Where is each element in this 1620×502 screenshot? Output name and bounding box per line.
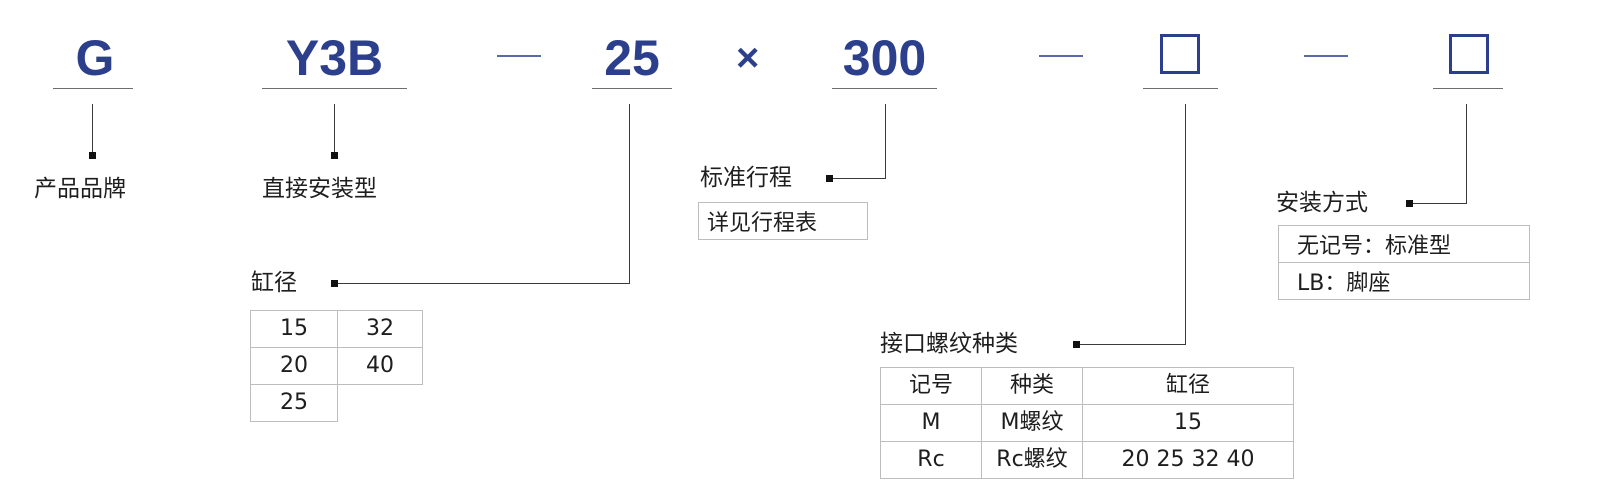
bore-cell: 20 bbox=[250, 347, 338, 385]
leader-port-vertical bbox=[1185, 104, 1186, 344]
port-cell: 20 25 32 40 bbox=[1082, 441, 1294, 479]
times-symbol: × bbox=[736, 36, 760, 80]
code-brand: G bbox=[75, 30, 115, 86]
leader-stroke-vertical bbox=[885, 104, 886, 178]
bore-table: 15 32 20 40 25 bbox=[250, 310, 423, 422]
port-cell: M螺纹 bbox=[981, 404, 1083, 442]
separator-dash-1 bbox=[497, 55, 541, 57]
label-mount: 安装方式 bbox=[1276, 190, 1368, 216]
stroke-note-box: 详见行程表 bbox=[698, 202, 868, 240]
leader-series bbox=[334, 104, 335, 156]
port-table: 记号 种类 缸径 M M螺纹 15 Rc Rc螺纹 20 25 32 40 bbox=[880, 367, 1294, 479]
label-brand: 产品品牌 bbox=[34, 176, 126, 202]
label-stroke: 标准行程 bbox=[700, 165, 792, 191]
bore-cell: 15 bbox=[250, 310, 338, 348]
table-header-row: 记号 种类 缸径 bbox=[880, 367, 1294, 405]
leader-brand bbox=[92, 104, 93, 156]
port-cell: M bbox=[880, 404, 982, 442]
port-header-type: 种类 bbox=[981, 367, 1083, 405]
leader-bore-dot bbox=[331, 280, 338, 287]
code-series: Y3B bbox=[285, 30, 384, 86]
port-cell: 15 bbox=[1082, 404, 1294, 442]
code-stroke: 300 bbox=[842, 30, 927, 86]
underline-port bbox=[1143, 88, 1218, 89]
separator-dash-2 bbox=[1039, 55, 1083, 57]
leader-mount-vertical bbox=[1466, 104, 1467, 203]
underline-mount bbox=[1433, 88, 1503, 89]
bore-cell: 40 bbox=[337, 347, 423, 385]
leader-stroke-horizontal bbox=[830, 178, 886, 179]
table-row: 15 32 bbox=[250, 310, 423, 348]
leader-port-dot bbox=[1073, 341, 1080, 348]
port-header-bore: 缸径 bbox=[1082, 367, 1294, 405]
leader-stroke-dot bbox=[826, 175, 833, 182]
bore-cell-empty bbox=[337, 384, 423, 422]
leader-mount-horizontal bbox=[1410, 203, 1467, 204]
leader-mount-dot bbox=[1406, 200, 1413, 207]
port-header-code: 记号 bbox=[880, 367, 982, 405]
underline-bore bbox=[592, 88, 672, 89]
leader-bore-horizontal bbox=[336, 283, 630, 284]
leader-port-horizontal bbox=[1078, 344, 1186, 345]
separator-dash-3 bbox=[1304, 55, 1348, 57]
leader-series-dot bbox=[331, 152, 338, 159]
bore-cell: 32 bbox=[337, 310, 423, 348]
underline-stroke bbox=[832, 88, 937, 89]
bore-cell: 25 bbox=[250, 384, 338, 422]
underline-series bbox=[262, 88, 407, 89]
port-cell: Rc螺纹 bbox=[981, 441, 1083, 479]
mount-option-standard-text: 无记号：标准型 bbox=[1297, 234, 1452, 259]
table-row: 20 40 bbox=[250, 347, 423, 385]
label-port: 接口螺纹种类 bbox=[880, 331, 1018, 357]
port-code-box bbox=[1160, 34, 1200, 74]
table-row: 25 bbox=[250, 384, 423, 422]
stroke-note-text: 详见行程表 bbox=[707, 211, 818, 236]
port-cell: Rc bbox=[880, 441, 982, 479]
table-row: M M螺纹 15 bbox=[880, 404, 1294, 442]
mount-option-standard: 无记号：标准型 bbox=[1278, 225, 1530, 263]
mount-code-box bbox=[1449, 34, 1489, 74]
mount-option-foot: LB：脚座 bbox=[1278, 262, 1530, 300]
leader-brand-dot bbox=[89, 152, 96, 159]
label-series: 直接安装型 bbox=[262, 176, 377, 202]
leader-bore-vertical bbox=[629, 104, 630, 283]
label-bore: 缸径 bbox=[251, 270, 297, 296]
code-bore: 25 bbox=[604, 30, 660, 86]
underline-brand bbox=[53, 88, 133, 89]
mount-option-foot-text: LB：脚座 bbox=[1297, 271, 1391, 296]
table-row: Rc Rc螺纹 20 25 32 40 bbox=[880, 441, 1294, 479]
